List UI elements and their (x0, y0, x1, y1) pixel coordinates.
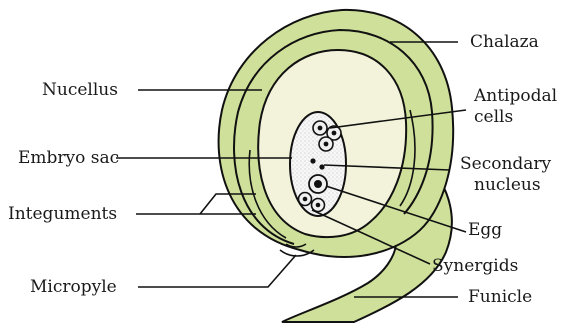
label-funicle: Funicle (468, 287, 532, 307)
label-antipodal-2: cells (474, 107, 513, 127)
label-secondary-1: Secondary (460, 154, 551, 174)
label-secondary-2: nucleus (474, 175, 541, 195)
label-chalaza: Chalaza (470, 32, 539, 52)
label-egg: Egg (468, 220, 502, 240)
label-micropyle: Micropyle (30, 277, 117, 297)
leader-micropyle (138, 255, 296, 287)
label-nucellus: Nucellus (42, 80, 118, 100)
label-synergids: Synergids (432, 256, 518, 276)
label-embryo-sac: Embryo sac (18, 148, 119, 168)
egg-cell (309, 175, 327, 193)
label-antipodal-1: Antipodal (474, 86, 557, 106)
label-integuments: Integuments (8, 204, 117, 224)
